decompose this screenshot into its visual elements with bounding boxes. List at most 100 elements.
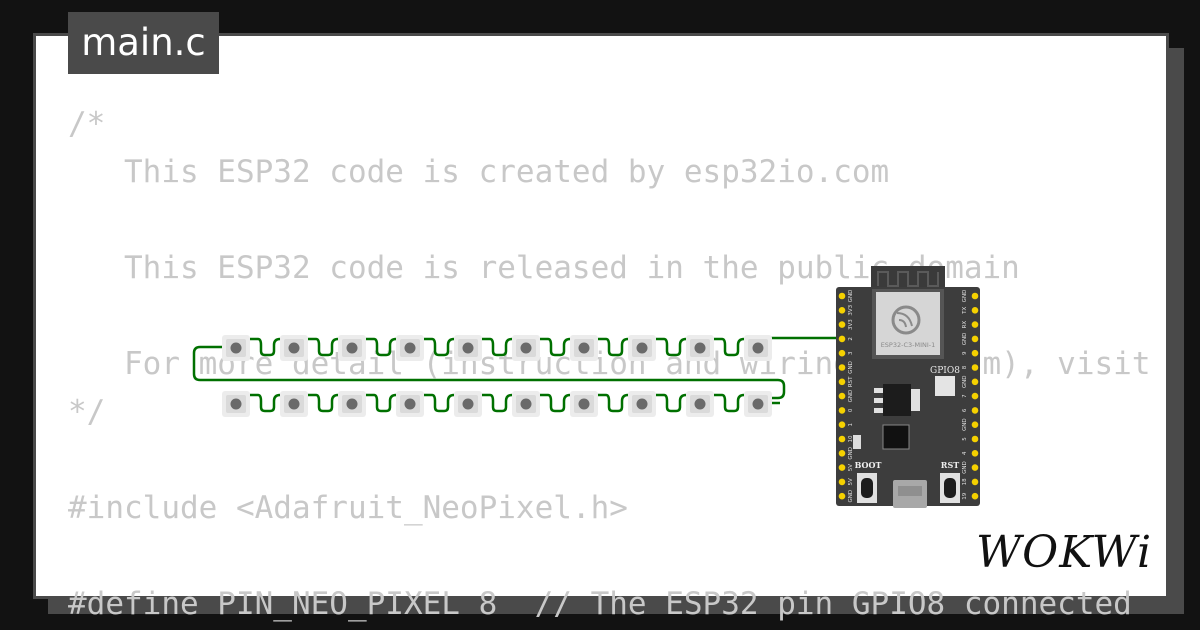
pin-label: 5V — [848, 478, 854, 485]
neopixel-led — [752, 342, 764, 354]
antenna-trace — [877, 271, 939, 287]
data-wire — [192, 345, 786, 400]
header-pin — [971, 464, 979, 471]
pin-label: GND — [962, 375, 968, 388]
neopixel — [222, 335, 250, 361]
neopixel — [512, 335, 540, 361]
neopixel-led — [578, 342, 590, 354]
pin-label: RST — [848, 376, 854, 387]
pin-label: 0 — [848, 408, 854, 412]
neopixel-led — [288, 398, 300, 410]
neopixel — [570, 335, 598, 361]
data-wire — [714, 337, 745, 357]
header-pin — [971, 407, 979, 414]
pin-label: GND — [848, 290, 854, 303]
neopixel-led — [230, 398, 242, 410]
header-pin — [971, 450, 979, 457]
neopixel-led — [462, 398, 474, 410]
data-wire — [540, 393, 571, 413]
neopixel — [222, 391, 250, 417]
data-wire — [424, 337, 455, 357]
data-wire — [366, 393, 397, 413]
data-wire — [308, 337, 339, 357]
header-pin — [838, 407, 846, 414]
header-pin — [838, 349, 846, 357]
neopixel-led — [404, 342, 416, 354]
neopixel — [628, 391, 656, 417]
neopixel — [280, 391, 308, 417]
data-wire — [424, 393, 455, 413]
code-line: /* — [68, 106, 106, 142]
header-pin — [838, 478, 846, 486]
code-line: #define PIN_NEO_PIXEL 8 // The ESP32 pin… — [68, 586, 1132, 622]
pin-label: GND — [848, 490, 854, 503]
header-pin — [838, 464, 846, 471]
gpio8-label: GPIO8 — [930, 366, 960, 376]
neopixel-led — [636, 342, 648, 354]
neopixel — [454, 335, 482, 361]
neopixel — [454, 391, 482, 417]
data-wire — [598, 337, 629, 357]
header-pin — [971, 349, 979, 357]
pin-label: 7 — [962, 394, 968, 398]
header-pin — [838, 492, 846, 500]
neopixel-led — [346, 398, 358, 410]
neopixel — [280, 335, 308, 361]
espressif-logo-icon — [891, 305, 921, 335]
header-pin — [971, 421, 979, 429]
neopixel — [686, 335, 714, 361]
pin-label: GND — [962, 461, 968, 474]
neopixel — [512, 391, 540, 417]
header-pin — [971, 292, 979, 300]
neopixel-led — [636, 398, 648, 410]
header-pin — [971, 435, 979, 443]
module-can — [876, 292, 940, 355]
header-pin — [971, 478, 979, 486]
header-pin — [971, 364, 979, 371]
data-wire — [308, 393, 339, 413]
neopixel-led — [694, 342, 706, 354]
header-pin — [838, 307, 846, 314]
header-pin — [838, 392, 846, 400]
pin-label: TX — [962, 307, 968, 315]
pin-label: 8 — [962, 365, 968, 369]
pin-label: GND — [848, 447, 854, 460]
pin-label: GND — [962, 418, 968, 431]
code-line: */ — [68, 394, 106, 430]
file-tab[interactable]: main.c — [68, 12, 219, 74]
neopixel — [396, 391, 424, 417]
neopixel — [338, 335, 366, 361]
boot-label: BOOT — [855, 460, 882, 470]
data-wire — [250, 337, 281, 357]
pin-label: 9 — [962, 351, 968, 355]
header-pin — [971, 307, 979, 314]
data-wire — [250, 393, 281, 413]
pin-label: GND — [848, 361, 854, 374]
neopixel-strip — [222, 335, 772, 417]
neopixel-led — [230, 342, 242, 354]
pin-label: 3 — [848, 351, 854, 355]
neopixel-led — [578, 398, 590, 410]
data-wire — [656, 337, 687, 357]
pin-label: 5 — [962, 437, 968, 441]
data-wire — [366, 337, 397, 357]
pin-label: 3V3 — [848, 319, 854, 330]
pin-label: 6 — [962, 408, 968, 412]
pin-label: 2 — [848, 337, 854, 341]
code-line: #include <Adafruit_NeoPixel.h> — [68, 490, 628, 526]
neopixel — [686, 391, 714, 417]
pin-label: GND — [962, 290, 968, 303]
header-pin — [971, 392, 979, 400]
pin-label: 18 — [962, 478, 968, 485]
header-pin — [971, 321, 979, 328]
header-pin — [971, 335, 979, 343]
header-pin — [838, 435, 846, 443]
neopixel-led — [462, 342, 474, 354]
wokwi-logo: WOKWi — [976, 527, 1151, 578]
header-pin — [971, 492, 979, 500]
neopixel — [628, 335, 656, 361]
usb-chip — [882, 424, 910, 450]
pin-label: 4 — [962, 451, 968, 455]
code-editor: /* This ESP32 code is created by esp32io… — [68, 100, 1151, 628]
